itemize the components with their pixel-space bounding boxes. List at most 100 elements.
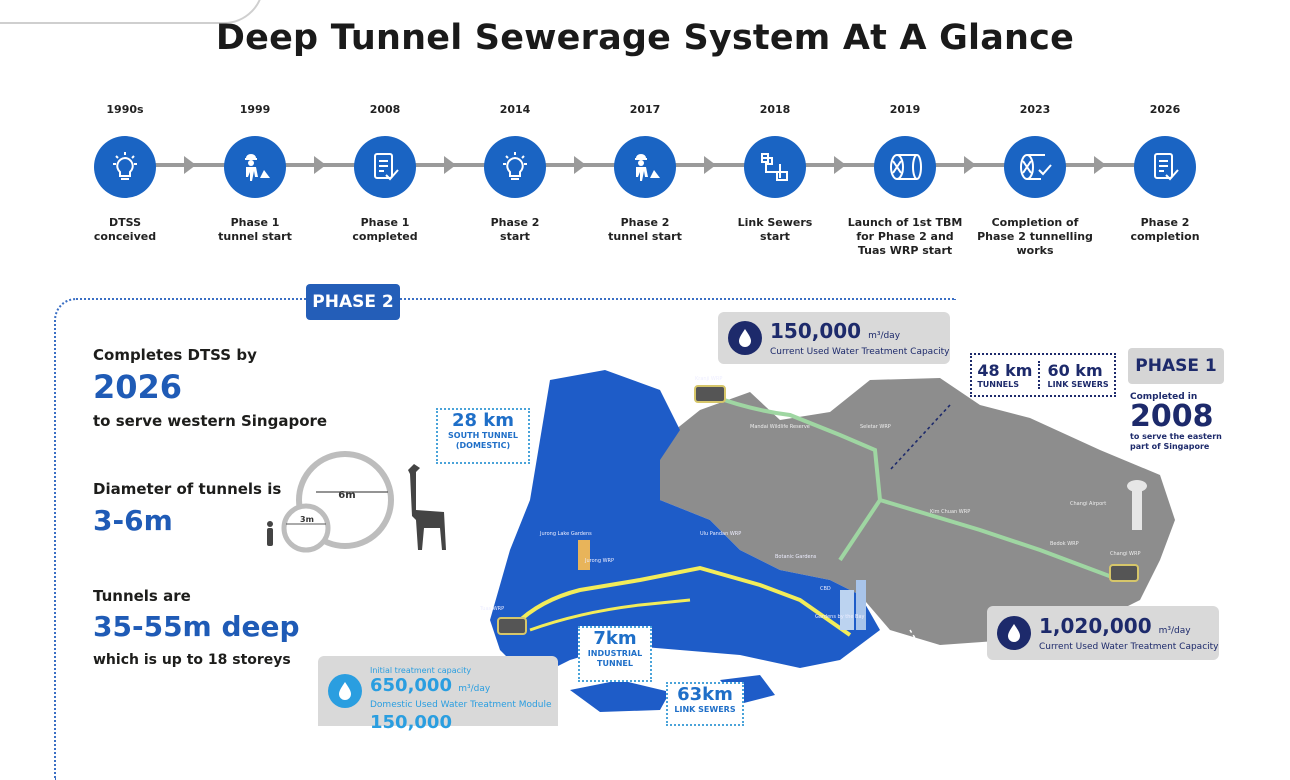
timeline-arrow	[964, 156, 976, 174]
industrial-tunnel-km: 7km	[593, 628, 637, 649]
tuas-capacity-value: 650,000	[370, 675, 452, 696]
tunnels-are-label: Tunnels are	[93, 587, 191, 605]
phase1-bottom-pointer	[909, 629, 971, 726]
map-label-changi-airport: Changi Airport	[1070, 501, 1106, 507]
industrial-tunnel-callout: 7km INDUSTRIAL TUNNEL	[578, 626, 652, 682]
diameter-value: 3-6m	[93, 504, 173, 537]
pipe-network-icon	[744, 136, 806, 198]
tuas-wrp-marker	[497, 617, 527, 635]
phase2-tunnel-line	[513, 565, 852, 637]
map-label-seletar: Seletar WRP	[860, 424, 891, 430]
milestone-year: 1999	[239, 103, 271, 116]
construction-worker-icon	[224, 136, 286, 198]
map-label-kranji: Kranji WRP	[695, 376, 722, 382]
milestone-year: 2014	[499, 103, 531, 116]
lightbulb-icon	[484, 136, 546, 198]
phase1-year: 2008	[1130, 399, 1214, 434]
map-label-cbd: CBD	[820, 586, 831, 592]
water-drop-icon	[728, 321, 762, 355]
completes-year: 2026	[93, 368, 183, 406]
map-label-kim-chuan: Kim Chuan WRP	[930, 509, 970, 515]
south-tunnel-sublabel: (DOMESTIC)	[455, 441, 511, 450]
milestone-year: 2008	[369, 103, 401, 116]
phase1-completed-in: Completed in	[1130, 392, 1198, 402]
phase1-text: Completed in 2008 to serve the eastern p…	[1130, 392, 1222, 452]
phase1-tunnels-label: TUNNELS	[977, 380, 1019, 389]
phase1-link-label: LINK SEWERS	[1047, 380, 1109, 389]
singapore-map: Kranji WRP Mandai Wildlife Reserve Selet…	[479, 370, 1175, 726]
tunnel-diameter-illustration: 6m 3m	[267, 451, 446, 553]
link-sewers-63-label: LINK SEWERS	[674, 705, 736, 714]
south-tunnel-km: 28 km	[451, 410, 515, 431]
depth-value: 35-55m deep	[93, 610, 300, 643]
large-circle-label: 6m	[338, 490, 355, 501]
milestone-year: 1990s	[106, 103, 144, 116]
phase1-serve-line1: to serve the eastern	[1130, 432, 1222, 441]
phase2-frame	[54, 298, 956, 780]
kranji-capacity-box: 150,000 m³/day Current Used Water Treatm…	[718, 312, 950, 364]
water-drop-icon	[997, 616, 1031, 650]
milestone-year: 2019	[889, 103, 921, 116]
small-tunnel-circle	[281, 503, 331, 553]
checklist-icon	[1134, 136, 1196, 198]
phase2-badge: PHASE 2	[306, 284, 400, 320]
tuas-capacity-box: Initial treatment capacity 650,000 m³/da…	[318, 656, 558, 733]
timeline-arrow	[184, 156, 196, 174]
tuas-capacity-desc: Domestic Used Water Treatment Module	[370, 700, 552, 710]
map-west-land	[490, 370, 880, 680]
south-tunnel-label: SOUTH TUNNEL	[448, 431, 518, 440]
map-label-tuas: Tuas WRP	[479, 606, 504, 612]
tuas-capacity-next: 150,000	[370, 712, 452, 733]
phase1-km-pointer	[889, 404, 951, 471]
link-sewers-63-km: 63km	[677, 684, 733, 705]
tuas-capacity-unit: m³/day	[458, 684, 491, 694]
changi-airport-tower-icon	[1132, 490, 1142, 530]
map-label-ulu-pandan: Ulu Pandan WRP	[700, 531, 741, 537]
diameter-label: Diameter of tunnels is	[93, 480, 282, 498]
link-sewers-63-callout: 63km LINK SEWERS	[666, 682, 744, 726]
water-drop-icon	[328, 674, 362, 708]
timeline-arrow	[704, 156, 716, 174]
changi-capacity-value: 1,020,000	[1039, 613, 1152, 638]
kranji-capacity-value: 150,000	[770, 318, 862, 343]
south-tunnel-callout: 28 km SOUTH TUNNEL (DOMESTIC)	[436, 408, 530, 464]
storeys-label: which is up to 18 storeys	[93, 652, 291, 668]
map-label-mandai: Mandai Wildlife Reserve	[750, 424, 810, 430]
kranji-capacity-unit: m³/day	[868, 330, 901, 341]
lightbulb-icon	[94, 136, 156, 198]
timeline-arrow	[834, 156, 846, 174]
kranji-capacity-desc: Current Used Water Treatment Capacity	[770, 346, 950, 357]
map-label-botanic: Botanic Gardens	[775, 554, 817, 560]
changi-capacity-box: 1,020,000 m³/day Current Used Water Trea…	[987, 606, 1219, 660]
person-silhouette-icon	[267, 521, 273, 546]
map-label-gardens-bay: Gardens by the Bay	[815, 614, 865, 620]
checklist-icon	[354, 136, 416, 198]
timeline-arrow	[1094, 156, 1106, 174]
phase1-badge: PHASE 1	[1128, 348, 1224, 384]
phase1-serve-line2: part of Singapore	[1130, 442, 1210, 451]
kranji-wrp-marker	[694, 385, 726, 403]
industrial-tunnel-label: INDUSTRIAL	[587, 649, 643, 658]
tuas-capacity-pre: Initial treatment capacity	[370, 666, 472, 675]
timeline-arrow	[314, 156, 326, 174]
milestone-year: 2026	[1149, 103, 1181, 116]
serve-west-label: to serve western Singapore	[93, 412, 328, 430]
milestone-year: 2018	[759, 103, 791, 116]
tunnel-boring-machine-icon	[874, 136, 936, 198]
milestone-year: 2023	[1019, 103, 1051, 116]
giraffe-silhouette-icon	[408, 464, 446, 550]
